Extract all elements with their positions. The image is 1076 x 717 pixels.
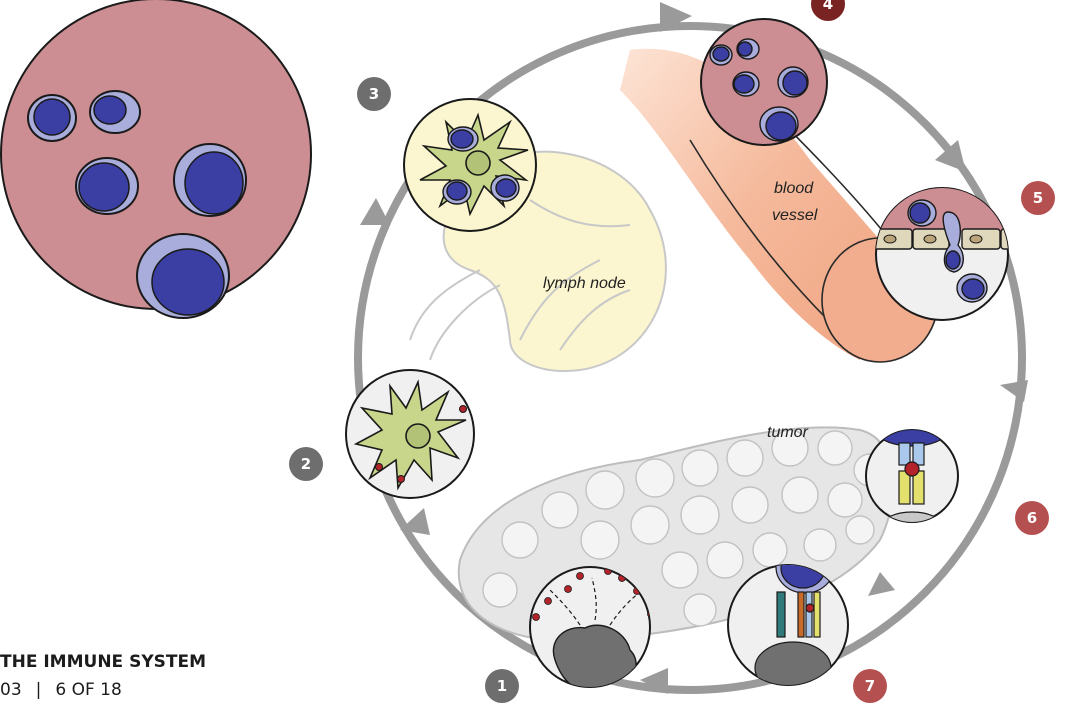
arrowhead-5-to-6: [1000, 380, 1028, 402]
dendritic-cell-icon: [353, 379, 467, 491]
page-count: 6 OF 18: [55, 680, 122, 700]
t-cell-icon: [442, 126, 520, 205]
section-title: THE IMMUNE SYSTEM: [0, 652, 207, 672]
step-4-circle: [700, 18, 828, 146]
arrowhead-3-to-4: [660, 2, 692, 32]
svg-text:7: 7: [865, 677, 875, 695]
step-1-circle: [529, 566, 651, 688]
step-6-circle: [865, 429, 959, 523]
svg-text:5: 5: [1033, 189, 1043, 207]
antigen-dots: [375, 405, 467, 483]
step-badge-5: 5: [1021, 181, 1055, 215]
tumor-label: tumor: [767, 424, 809, 441]
svg-text:3: 3: [369, 85, 379, 103]
separator: |: [35, 680, 42, 700]
arrowhead-2-to-3: [360, 198, 390, 225]
svg-text:2: 2: [301, 455, 311, 473]
step-5-circle: [875, 187, 1009, 321]
cycle-arrowheads: [360, 2, 1028, 694]
step-badge-3: 3: [357, 77, 391, 111]
step-7-circle: [727, 564, 849, 686]
arrowhead-1-to-2: [400, 508, 430, 535]
step-badge-4: 4: [811, 0, 845, 21]
blood-vessel-label-line1: blood: [774, 180, 814, 197]
chapter-number: 03: [0, 680, 22, 700]
blood-vessel-label-line2: vessel: [772, 207, 818, 224]
step-badge-2: 2: [289, 447, 323, 481]
svg-text:4: 4: [823, 0, 833, 13]
arrowhead-7-to-1: [640, 668, 668, 694]
step-badge-6: 6: [1015, 501, 1049, 535]
lymph-node-label: lymph node: [543, 275, 626, 292]
arrowhead-6-to-7: [868, 572, 895, 596]
cycle-arrow-ring: [354, 22, 1026, 694]
svg-text:6: 6: [1027, 509, 1037, 527]
blood-sample-large-circle: [0, 0, 312, 319]
arrowhead-4-to-5: [935, 140, 966, 172]
t-cell-large: [27, 90, 247, 319]
page-indicator: 03 | 6 OF 18: [0, 680, 122, 700]
svg-text:1: 1: [497, 677, 507, 695]
step-3-circle: [403, 98, 537, 232]
step-2-circle: [345, 369, 475, 499]
step-badge-1: 1: [485, 669, 519, 703]
step-badge-7: 7: [853, 669, 887, 703]
